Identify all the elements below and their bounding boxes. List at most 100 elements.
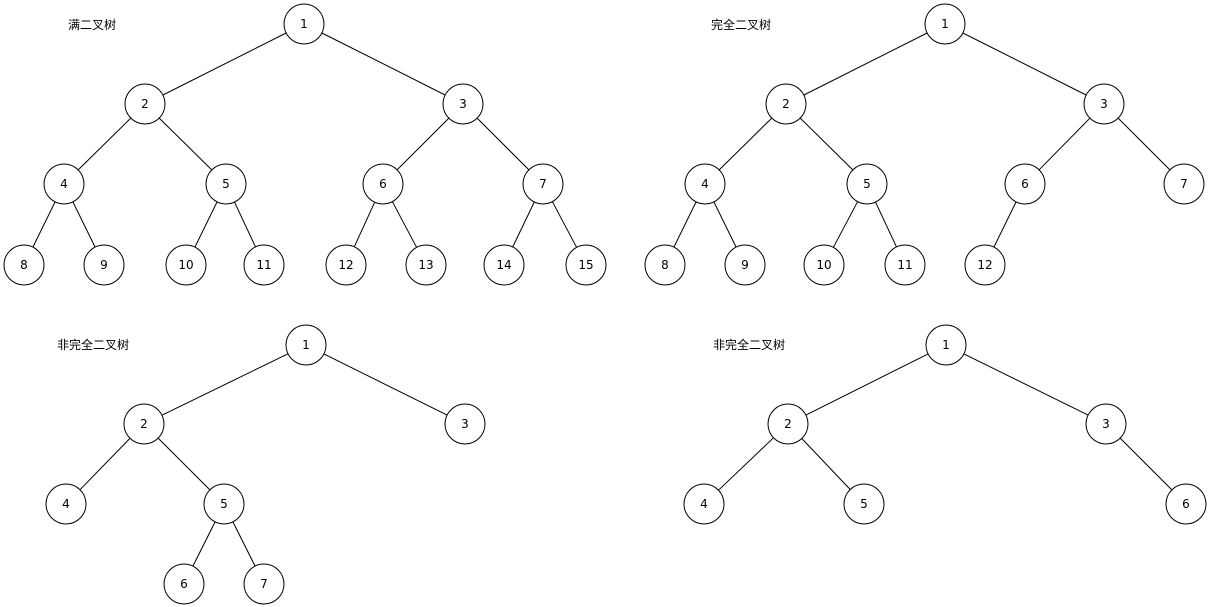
- node-circle: [924, 3, 966, 45]
- node-circle: [123, 403, 165, 445]
- node-circle: [442, 83, 484, 125]
- node-label: 2: [782, 97, 790, 111]
- node-label: 2: [141, 97, 149, 111]
- edge-5-6: [192, 521, 216, 567]
- tree-2: 1 2 3 4 5 6 7: [45, 324, 486, 605]
- tree-node-1: 1: [285, 324, 327, 366]
- node-circle: [205, 163, 247, 205]
- edge-4-8: [32, 201, 56, 248]
- node-circle: [884, 244, 926, 286]
- node-circle: [283, 3, 325, 45]
- edge-4-9: [713, 201, 737, 248]
- edge-5-11: [875, 201, 897, 248]
- edge-2-5: [799, 117, 854, 171]
- node-circle: [1163, 163, 1205, 205]
- node-circle: [1004, 163, 1046, 205]
- node-circle: [285, 324, 327, 366]
- node-circle: [243, 244, 285, 286]
- tree-node-6: 6: [163, 563, 205, 605]
- node-circle: [565, 244, 607, 286]
- tree-node-6: 6: [1165, 483, 1207, 525]
- node-label: 10: [816, 258, 831, 272]
- edge-1-2: [161, 353, 289, 416]
- edge-6-12: [993, 201, 1017, 248]
- tree-node-12: 12: [325, 244, 367, 286]
- node-label: 14: [496, 258, 511, 272]
- node-circle: [843, 483, 885, 525]
- tree-node-3: 3: [1083, 83, 1125, 125]
- node-circle: [444, 403, 486, 445]
- node-label: 4: [62, 497, 70, 511]
- node-label: 4: [701, 177, 709, 191]
- node-circle: [163, 563, 205, 605]
- edge-6-13: [391, 201, 418, 248]
- node-circle: [522, 163, 564, 205]
- tree-node-3: 3: [442, 83, 484, 125]
- node-label: 1: [942, 338, 950, 352]
- tree-node-5: 5: [846, 163, 888, 205]
- edge-3-6: [1119, 437, 1173, 491]
- tree-node-8: 8: [644, 244, 686, 286]
- node-circle: [803, 244, 845, 286]
- tree-node-1: 1: [283, 3, 325, 45]
- node-circle: [724, 244, 766, 286]
- tree-node-11: 11: [884, 244, 926, 286]
- tree-node-7: 7: [522, 163, 564, 205]
- tree-node-4: 4: [45, 483, 87, 525]
- edge-3-7: [476, 117, 530, 171]
- edge-2-5: [158, 117, 213, 171]
- node-label: 7: [539, 177, 547, 191]
- edge-1-2: [805, 353, 929, 416]
- node-circle: [45, 483, 87, 525]
- node-label: 4: [60, 177, 68, 191]
- node-label: 9: [100, 258, 108, 272]
- tree-node-3: 3: [444, 403, 486, 445]
- node-circle: [405, 244, 447, 286]
- node-circle: [203, 483, 245, 525]
- node-label: 4: [700, 497, 708, 511]
- node-circle: [684, 163, 726, 205]
- tree-node-2: 2: [767, 403, 809, 445]
- node-label: 3: [1102, 417, 1110, 431]
- node-label: 5: [860, 497, 868, 511]
- node-circle: [362, 163, 404, 205]
- tree-node-7: 7: [1163, 163, 1205, 205]
- node-circle: [1165, 483, 1207, 525]
- edge-1-2: [803, 32, 928, 96]
- node-label: 3: [459, 97, 467, 111]
- tree-node-8: 8: [3, 244, 45, 286]
- node-circle: [1083, 83, 1125, 125]
- tree-node-1: 1: [924, 3, 966, 45]
- node-label: 6: [1182, 497, 1190, 511]
- node-label: 1: [300, 17, 308, 31]
- tree-node-5: 5: [203, 483, 245, 525]
- edge-4-9: [72, 201, 96, 248]
- edge-7-14: [512, 201, 535, 248]
- node-label: 11: [897, 258, 912, 272]
- edge-1-3: [962, 32, 1087, 96]
- node-label: 13: [418, 258, 433, 272]
- node-circle: [683, 483, 725, 525]
- node-label: 1: [941, 17, 949, 31]
- node-label: 5: [222, 177, 230, 191]
- tree-title-complete-binary: 完全二叉树: [711, 18, 772, 32]
- edge-2-4: [79, 437, 131, 491]
- node-label: 1: [302, 338, 310, 352]
- node-circle: [765, 83, 807, 125]
- tree-node-2: 2: [123, 403, 165, 445]
- node-label: 2: [784, 417, 792, 431]
- edge-1-3: [963, 353, 1089, 416]
- tree-node-1: 1: [925, 324, 967, 366]
- node-label: 6: [180, 577, 188, 591]
- edge-2-5: [157, 437, 211, 491]
- node-circle: [846, 163, 888, 205]
- tree-node-11: 11: [243, 244, 285, 286]
- node-circle: [964, 244, 1006, 286]
- tree-node-4: 4: [43, 163, 85, 205]
- node-label: 11: [256, 258, 271, 272]
- node-circle: [483, 244, 525, 286]
- tree-node-7: 7: [243, 563, 285, 605]
